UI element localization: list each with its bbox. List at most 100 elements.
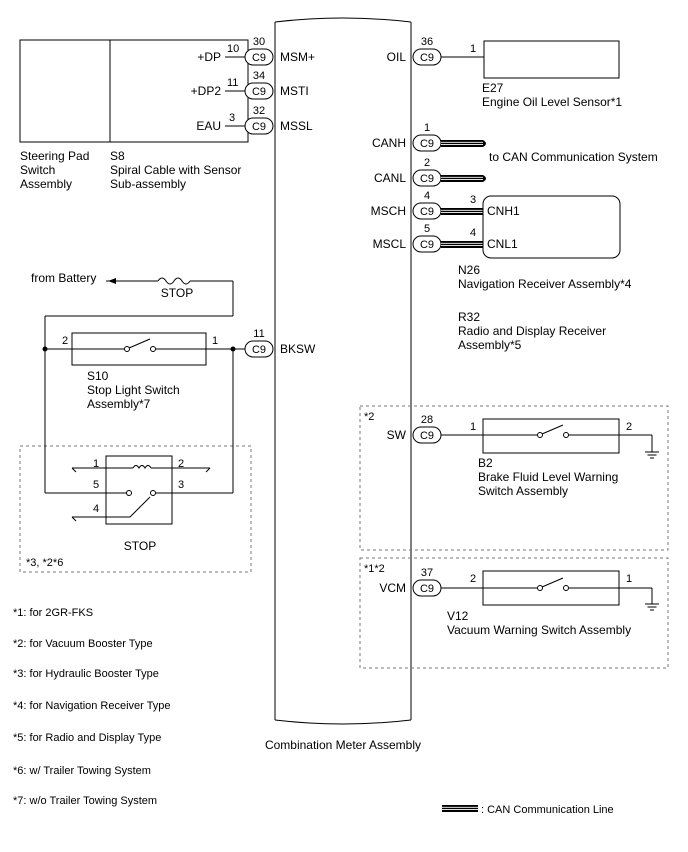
mssl-connector: C9 [252, 121, 266, 133]
nav-pin-4: 4 [470, 227, 476, 239]
relay-note: *3, *2*6 [26, 557, 63, 569]
msm-connector: C9 [252, 52, 266, 64]
s10-label-2: Assembly*7 [87, 397, 151, 411]
mscl-signal: MSCL [373, 237, 407, 251]
r32-label-2: Assembly*5 [458, 338, 522, 352]
steering-section: Steering Pad Switch Assembly S8 Spiral C… [19, 36, 315, 191]
footnotes: *1: for 2GR-FKS *2: for Vacuum Booster T… [13, 607, 171, 807]
s10-label-1: Stop Light Switch [87, 383, 180, 397]
vacuum-section: *1*2 VCM 37 C9 2 1 V12 Vacuum Warning Sw… [359, 557, 669, 669]
s10-code: S10 [87, 369, 109, 383]
relay-pin-1: 1 [93, 458, 99, 470]
msch-meter-pin: 4 [424, 190, 430, 202]
spiral-label-1: Spiral Cable with Sensor [110, 163, 241, 177]
nav-cnl1: CNL1 [487, 237, 518, 251]
sw-connector: C9 [420, 430, 434, 442]
msch-signal: MSCH [371, 204, 406, 218]
mscl-connector: C9 [420, 239, 434, 251]
msti-signal: MSTI [280, 84, 309, 98]
mssl-meter-pin: 32 [253, 105, 265, 117]
relay-name: STOP [124, 539, 156, 553]
b2-pin-1: 1 [470, 421, 476, 433]
bksw-connector: C9 [252, 344, 266, 356]
v12-pin-1: 1 [626, 573, 632, 585]
note-7: *7: w/o Trailer Towing System [13, 795, 157, 807]
msti-connector: C9 [252, 86, 266, 98]
vcm-connector: C9 [420, 583, 434, 595]
n26-label: Navigation Receiver Assembly*4 [458, 277, 632, 291]
oil-sensor-section: OIL 36 C9 1 E27 Engine Oil Level Sensor*… [387, 36, 623, 109]
steering-pad-label-2: Switch [20, 163, 55, 177]
note-5: *5: for Radio and Display Type [13, 732, 161, 744]
spiral-code: S8 [110, 149, 125, 163]
stop-light-switch-section: 2 1 11 C9 BKSW S10 Stop Light Switch Ass… [42, 328, 316, 411]
vcm-meter-pin: 37 [421, 567, 433, 579]
fuse-name: STOP [161, 286, 193, 300]
canl-connector: C9 [420, 173, 434, 185]
note-6: *6: w/ Trailer Towing System [13, 765, 151, 777]
relay-pin-4: 4 [93, 503, 99, 515]
battery-label: from Battery [31, 271, 96, 285]
b2-label-1: Brake Fluid Level Warning [478, 470, 618, 484]
mssl-signal: MSSL [280, 119, 313, 133]
b2-pin-2: 2 [626, 421, 632, 433]
canl-meter-pin: 2 [424, 157, 430, 169]
oil-meter-pin: 36 [421, 36, 433, 48]
r32-code: R32 [458, 310, 480, 324]
steering-pad-label-3: Assembly [20, 177, 72, 191]
combination-meter: Combination Meter Assembly [265, 17, 421, 752]
mscl-meter-pin: 5 [424, 223, 430, 235]
oil-signal: OIL [387, 50, 407, 64]
relay-pin-3: 3 [178, 479, 184, 491]
canh-connector: C9 [420, 138, 434, 150]
oil-connector: C9 [420, 52, 434, 64]
can-section: CANH 1 C9 CANL 2 C9 to CAN Communication… [372, 122, 658, 187]
legend: : CAN Communication Line [442, 804, 614, 816]
oil-sensor-label: Engine Oil Level Sensor*1 [482, 95, 622, 109]
canh-meter-pin: 1 [424, 122, 430, 134]
b2-label-2: Switch Assembly [478, 484, 568, 498]
bksw-signal: BKSW [280, 342, 316, 356]
nav-section: MSCH 4 C9 3 MSCL 5 C9 4 CNH1 CNL1 N26 Na… [371, 190, 632, 352]
canh-signal: CANH [372, 136, 406, 150]
relay-pin-5: 5 [93, 479, 99, 491]
brake-note: *2 [364, 411, 374, 423]
msti-meter-pin: 34 [253, 70, 265, 82]
stop-relay-section: 1 2 5 3 4 STOP *3, *2*6 [19, 349, 252, 573]
battery-section: from Battery STOP [31, 271, 234, 349]
dp2-pin-name: +DP2 [191, 84, 222, 98]
steering-pad-label-1: Steering Pad [20, 149, 89, 163]
can-line-symbol [442, 805, 478, 812]
note-4: *4: for Navigation Receiver Type [13, 700, 171, 712]
note-1: *1: for 2GR-FKS [13, 607, 93, 619]
msm-meter-pin: 30 [253, 36, 265, 48]
canl-signal: CANL [374, 171, 406, 185]
note-2: *2: for Vacuum Booster Type [13, 638, 153, 650]
v12-label: Vacuum Warning Switch Assembly [447, 623, 631, 637]
v12-pin-2: 2 [470, 573, 476, 585]
r32-label-1: Radio and Display Receiver [458, 324, 606, 338]
dp2-pin-number: 11 [227, 77, 238, 89]
s10-pin-1: 1 [212, 335, 218, 347]
v12-code: V12 [447, 609, 469, 623]
msch-connector: C9 [420, 206, 434, 218]
spiral-label-2: Sub-assembly [110, 177, 186, 191]
brake-fluid-section: *2 SW 28 C9 1 2 B2 Brake Fluid Level War… [359, 405, 669, 551]
oil-sensor-pin: 1 [470, 43, 476, 55]
oil-sensor-code: E27 [482, 81, 504, 95]
eau-pin-number: 3 [229, 112, 235, 124]
meter-title: Combination Meter Assembly [265, 738, 421, 752]
vcm-signal: VCM [379, 581, 406, 595]
dp-pin-name: +DP [197, 50, 221, 64]
msm-signal: MSM+ [280, 50, 315, 64]
sw-signal: SW [387, 428, 407, 442]
bksw-meter-pin: 11 [253, 328, 264, 340]
sw-meter-pin: 28 [421, 414, 433, 426]
can-destination: to CAN Communication System [489, 150, 658, 164]
vacuum-note: *1*2 [364, 563, 385, 575]
s10-pin-2: 2 [62, 335, 68, 347]
legend-can-line: : CAN Communication Line [481, 804, 614, 816]
dp-pin-number: 10 [227, 43, 239, 55]
note-3: *3: for Hydraulic Booster Type [13, 668, 159, 680]
